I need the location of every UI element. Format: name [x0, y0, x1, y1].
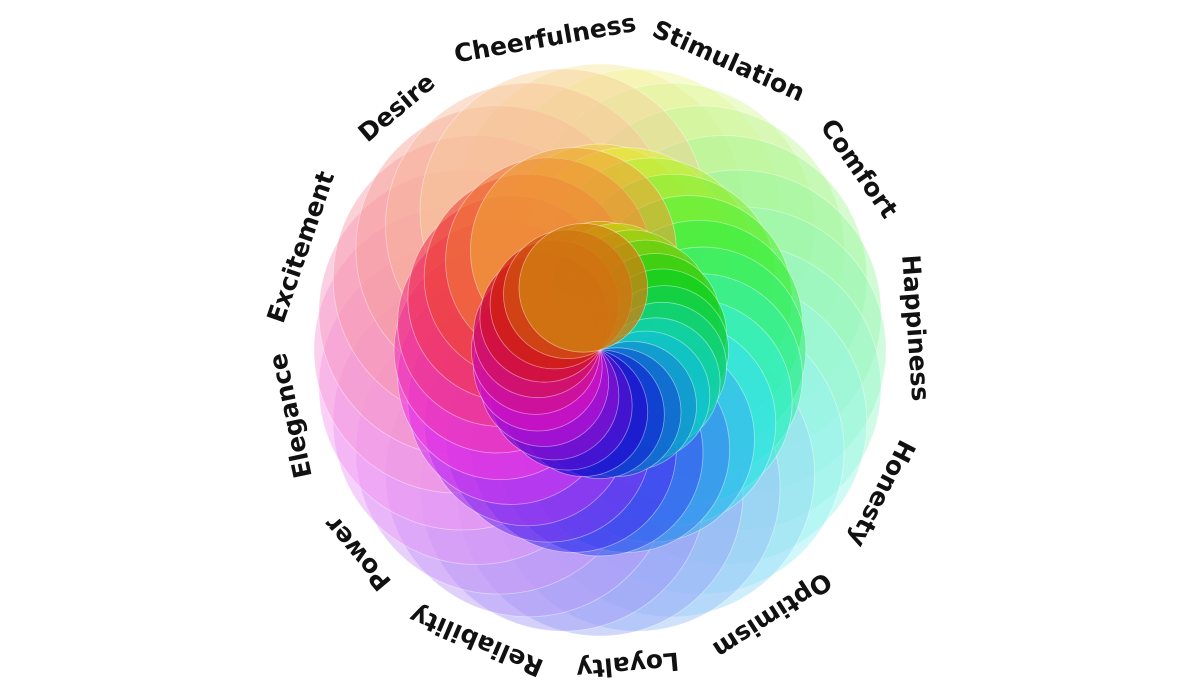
- wheel-petals: [313, 63, 887, 637]
- emotion-label: Cheerfulness: [452, 8, 638, 69]
- emotion-label: Loyalty: [575, 646, 680, 684]
- emotion-label: Happiness: [896, 254, 935, 402]
- wheel-petal: [518, 223, 649, 353]
- emotion-label: Elegance: [263, 351, 318, 481]
